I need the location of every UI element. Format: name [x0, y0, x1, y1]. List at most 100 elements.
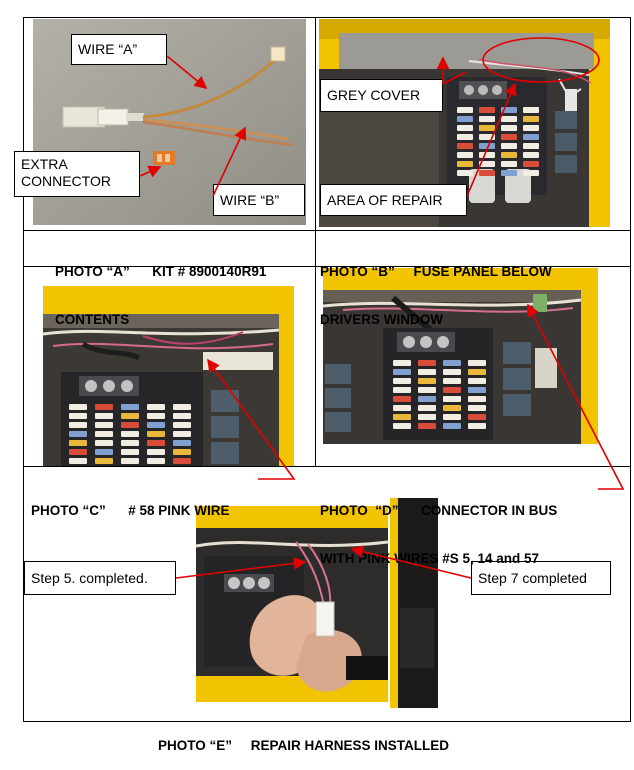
fuse	[523, 116, 539, 122]
fuse	[457, 116, 473, 122]
fuse	[523, 125, 539, 131]
fuse	[479, 170, 495, 176]
callout-step-7: Step 7 completed	[471, 561, 611, 595]
arrow-pink-wire-58	[207, 358, 296, 480]
fuse	[418, 387, 436, 393]
callout-step-5: Step 5. completed.	[24, 561, 176, 595]
arrow-area-of-repair	[466, 82, 517, 197]
fuse	[479, 107, 495, 113]
callout-area-of-repair: AREA OF REPAIR	[320, 184, 467, 216]
fuse	[393, 387, 411, 393]
fuse	[443, 387, 461, 393]
arrow-connector-in-bus	[527, 303, 625, 490]
fuse	[479, 143, 495, 149]
fuse	[479, 134, 495, 140]
fuse	[121, 431, 139, 437]
arrow-wire-a	[166, 55, 208, 90]
fuse	[479, 161, 495, 167]
fuse	[69, 440, 87, 446]
fuse	[69, 458, 87, 464]
fuse	[443, 396, 461, 402]
fuse	[393, 414, 411, 420]
fuse	[443, 360, 461, 366]
caption-photo-d: PHOTO “D” CONNECTOR IN BUS WITH PINK WIR…	[320, 471, 557, 583]
fuse	[95, 431, 113, 437]
wire-a-label: WIRE “A”	[78, 41, 138, 57]
caption-photo-a-line2: CONTENTS	[55, 312, 130, 327]
fuse	[173, 413, 191, 419]
callout-grey-cover: GREY COVER	[320, 79, 443, 112]
fuse	[121, 458, 139, 464]
row-divider	[23, 230, 631, 231]
fuse	[418, 423, 436, 429]
fuse	[393, 423, 411, 429]
caption-photo-b: PHOTO “B” FUSE PANEL BELOW DRIVERS WINDO…	[320, 232, 552, 344]
fuse	[69, 413, 87, 419]
fuse	[147, 404, 165, 410]
fuse	[418, 369, 436, 375]
fuse	[468, 378, 486, 384]
fuse	[468, 387, 486, 393]
fuse	[147, 449, 165, 455]
fuse	[523, 170, 539, 176]
fuse	[393, 360, 411, 366]
fuse	[523, 143, 539, 149]
fuse	[95, 422, 113, 428]
arrow-wire-b	[212, 126, 247, 197]
area-of-repair-label: AREA OF REPAIR	[327, 192, 443, 208]
fuse	[457, 134, 473, 140]
caption-photo-a-line1: PHOTO “A” KIT # 8900140R91	[55, 264, 267, 279]
fuse	[121, 440, 139, 446]
fuse	[479, 125, 495, 131]
fuse	[443, 423, 461, 429]
fuse	[418, 360, 436, 366]
fuse	[468, 414, 486, 420]
fuse	[393, 405, 411, 411]
grey-cover-label: GREY COVER	[327, 87, 421, 103]
fuse	[393, 378, 411, 384]
fuse	[443, 414, 461, 420]
fuse	[95, 440, 113, 446]
fuse	[468, 396, 486, 402]
fuse	[501, 107, 517, 113]
fuse	[501, 116, 517, 122]
step-5-label: Step 5. completed.	[31, 570, 148, 586]
fuse	[147, 458, 165, 464]
fuse	[173, 431, 191, 437]
fuse	[468, 369, 486, 375]
fuse	[468, 360, 486, 366]
fuse	[147, 440, 165, 446]
callout-extra-connector: EXTRA CONNECTOR	[14, 151, 140, 197]
fuse	[479, 152, 495, 158]
fuse	[523, 161, 539, 167]
caption-photo-b-line1: PHOTO “B” FUSE PANEL BELOW	[320, 264, 552, 279]
row-divider	[23, 266, 631, 267]
fuse	[69, 422, 87, 428]
fuse	[418, 396, 436, 402]
fuse	[523, 134, 539, 140]
fuse	[121, 422, 139, 428]
fuse	[173, 422, 191, 428]
photo-e-repair-installed	[196, 506, 388, 702]
photo-d-connector	[323, 268, 598, 444]
wire-b-label: WIRE “B”	[220, 192, 280, 208]
fuse	[393, 396, 411, 402]
arrow-step-5	[175, 557, 307, 579]
caption-photo-e: PHOTO “E” REPAIR HARNESS INSTALLED	[158, 706, 449, 770]
fuse	[95, 449, 113, 455]
fuse	[457, 170, 473, 176]
fuse	[523, 107, 539, 113]
fuse	[121, 404, 139, 410]
fuse	[173, 449, 191, 455]
caption-photo-b-line2: DRIVERS WINDOW	[320, 312, 443, 327]
fuse	[418, 378, 436, 384]
column-divider	[315, 17, 316, 466]
extra-connector-label-line2: CONNECTOR	[21, 173, 111, 189]
fuse	[95, 404, 113, 410]
callout-wire-a: WIRE “A”	[71, 34, 167, 65]
fuse	[147, 422, 165, 428]
arrow-extra-connector	[139, 165, 162, 178]
fuse	[457, 107, 473, 113]
photo-c-pink-wire	[43, 286, 294, 466]
caption-photo-c-line1: PHOTO “C” # 58 PINK WIRE	[31, 503, 230, 518]
